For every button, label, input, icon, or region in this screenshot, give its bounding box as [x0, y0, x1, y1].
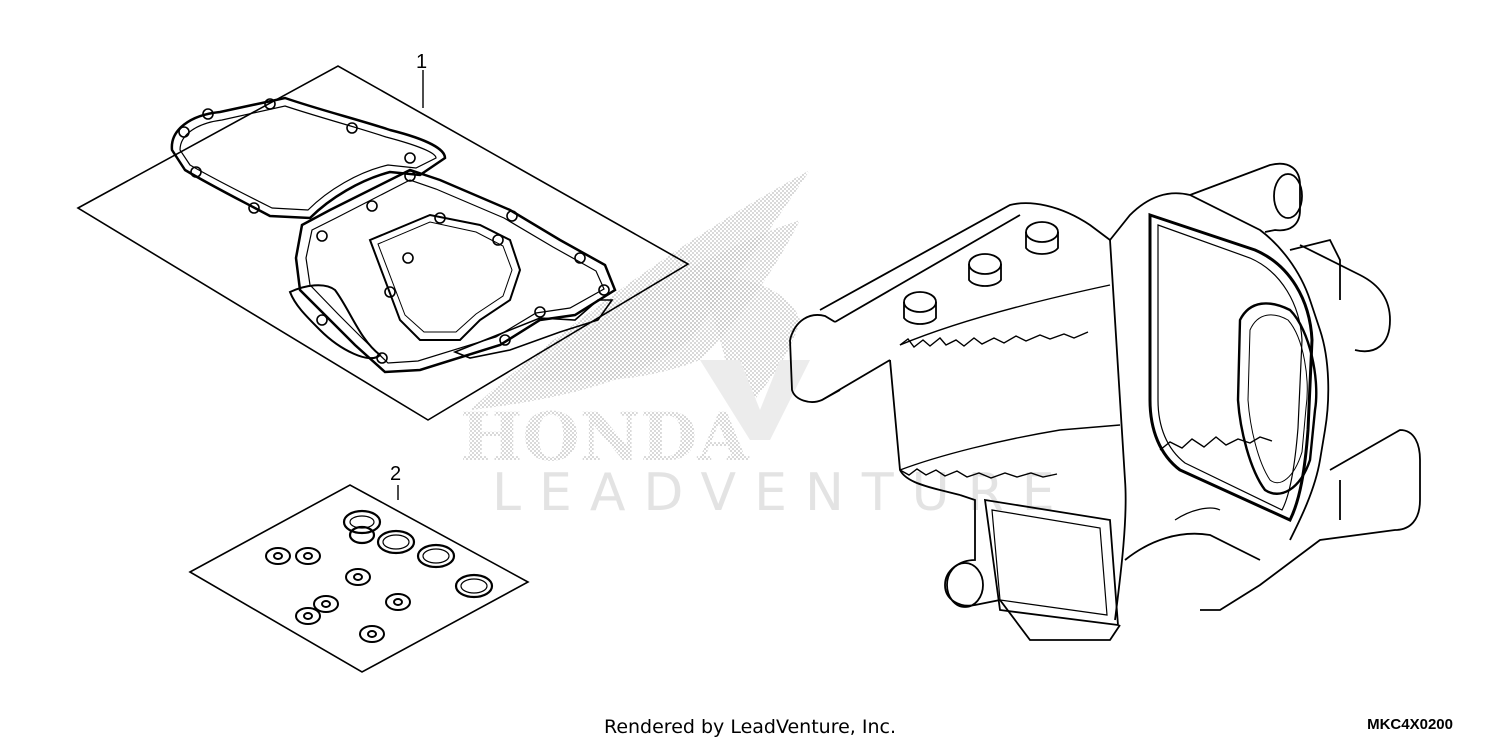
callout-1: 1	[416, 51, 427, 73]
watermark-vendor: LEADVENTURE	[492, 463, 1073, 523]
diagram-code: MKC4X0200	[1367, 716, 1453, 733]
engine-block-illustration	[789, 162, 1421, 641]
honda-wing-watermark: HONDA	[460, 170, 810, 476]
engine-cutaway-lines	[899, 331, 1273, 479]
part-2-o-ring-kit	[188, 484, 530, 673]
footer-credit: Rendered by LeadVenture, Inc.	[603, 716, 897, 738]
watermark-brand: HONDA	[460, 398, 749, 476]
part-1-gasket-kit	[76, 65, 690, 421]
callout-2: 2	[390, 463, 401, 485]
